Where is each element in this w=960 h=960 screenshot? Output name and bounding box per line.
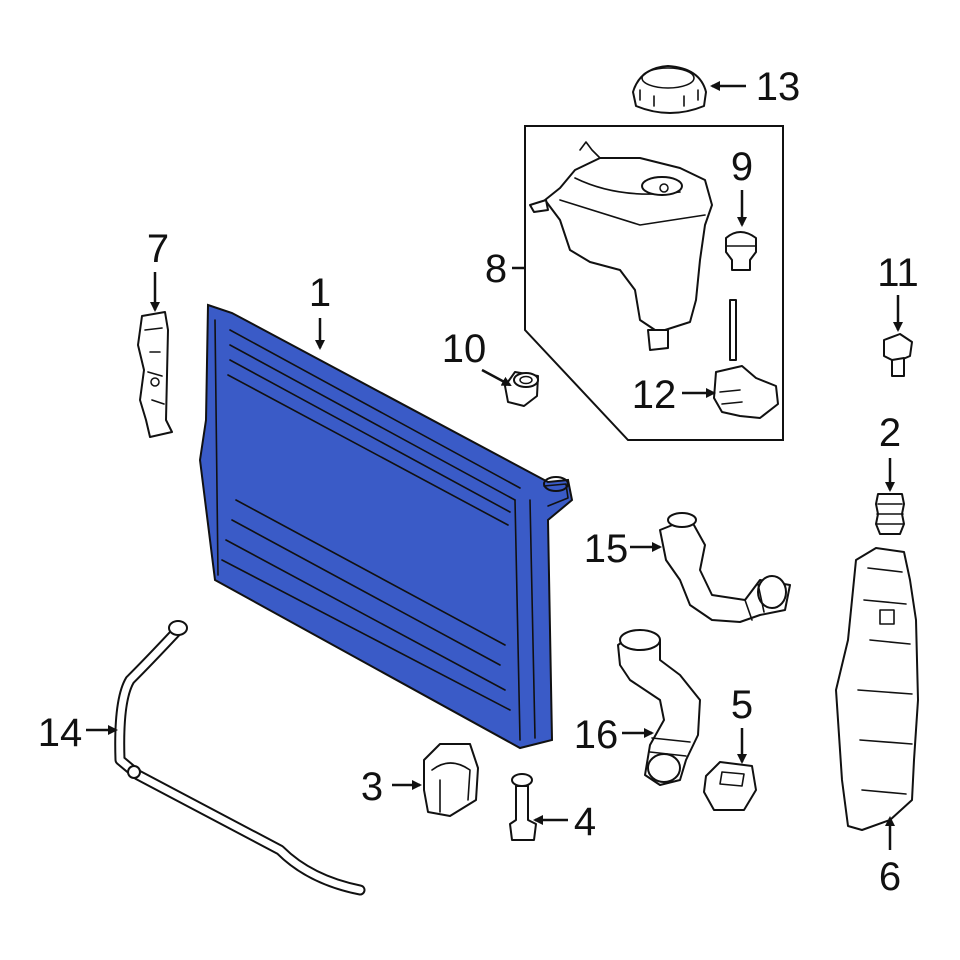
callout-14: 14 <box>38 711 83 755</box>
bolt-part[interactable] <box>883 333 913 377</box>
callout-13: 13 <box>756 65 801 109</box>
callout-11: 11 <box>877 251 919 295</box>
small-mount-part[interactable] <box>703 761 757 811</box>
callout-3: 3 <box>361 765 383 809</box>
callout-16: 16 <box>574 713 619 757</box>
tank-group-outline <box>524 125 784 441</box>
callout-7: 7 <box>147 227 169 271</box>
callout-12: 12 <box>632 373 677 417</box>
callout-6: 6 <box>879 855 901 899</box>
callout-15: 15 <box>584 527 629 571</box>
rubber-mount-part[interactable] <box>423 743 479 817</box>
left-bracket-part[interactable] <box>137 311 173 438</box>
callout-4: 4 <box>574 800 596 844</box>
plug-part[interactable] <box>725 231 757 271</box>
callout-2: 2 <box>879 411 901 455</box>
callout-5: 5 <box>731 683 753 727</box>
lower-hose-part[interactable] <box>617 629 701 786</box>
callout-8: 8 <box>485 247 507 291</box>
callout-1: 1 <box>309 271 331 315</box>
grommet-part[interactable] <box>875 493 905 535</box>
overflow-hose-part[interactable] <box>114 620 366 896</box>
expansion-tank-part[interactable] <box>529 141 713 351</box>
pin-part[interactable] <box>509 773 537 841</box>
tank-cap-part[interactable] <box>632 65 707 114</box>
callout-9: 9 <box>731 145 753 189</box>
level-sensor-part[interactable] <box>713 299 779 419</box>
upper-hose-part[interactable] <box>659 512 791 623</box>
radiator-part[interactable] <box>198 303 574 750</box>
air-duct-part[interactable] <box>835 547 919 831</box>
bushing-part[interactable] <box>504 371 539 407</box>
leader-lines <box>86 81 903 850</box>
callout-10: 10 <box>442 327 487 371</box>
